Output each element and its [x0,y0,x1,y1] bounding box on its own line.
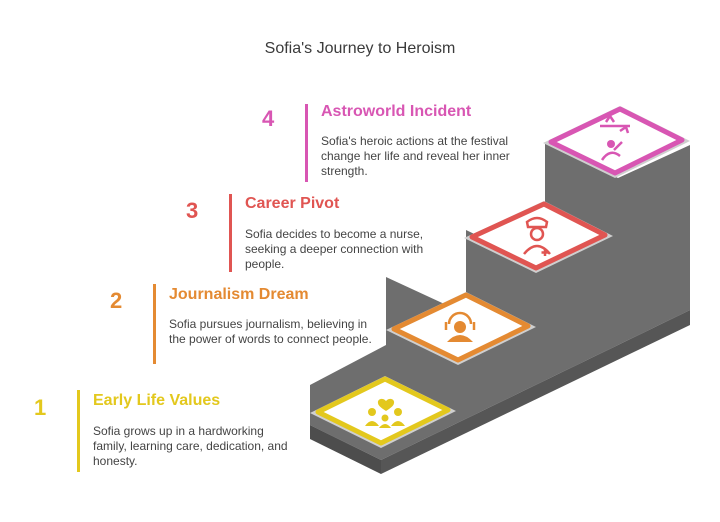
step-1-title: Early Life Values [93,392,221,409]
family-heart-icon [365,398,405,428]
step-1-number: 1 [34,395,47,420]
step-3-divider [229,194,232,272]
step-4-description: Sofia's heroic actions at the festival c… [321,134,510,178]
staircase-side [381,310,690,474]
step-1-tile [315,376,451,446]
step-1-divider [77,390,80,472]
nurse-icon [523,216,551,256]
page-title: Sofia's Journey to Heroism [264,40,456,57]
step-4-title: Astroworld Incident [321,103,472,120]
staircase-front [310,425,381,474]
step-4-number: 4 [262,106,275,131]
step-1-description: Sofia grows up in a hardworking family, … [93,424,288,468]
staircase-body [310,143,690,460]
step-2-description: Sofia pursues journalism, believing in t… [169,317,372,346]
step-2-title: Journalism Dream [169,286,309,303]
step-3-tile [469,201,608,271]
step-3-number: 3 [186,198,199,223]
step-4-divider [305,104,308,182]
step-3-title: Career Pivot [245,195,340,212]
step-2-divider [153,284,156,364]
step-3-description: Sofia decides to become a nurse, seeking… [245,227,424,271]
journalist-headset-icon [444,311,476,342]
step-2-number: 2 [110,288,123,313]
step-4-tile [548,106,685,176]
hero-rescue-icon [600,113,630,161]
